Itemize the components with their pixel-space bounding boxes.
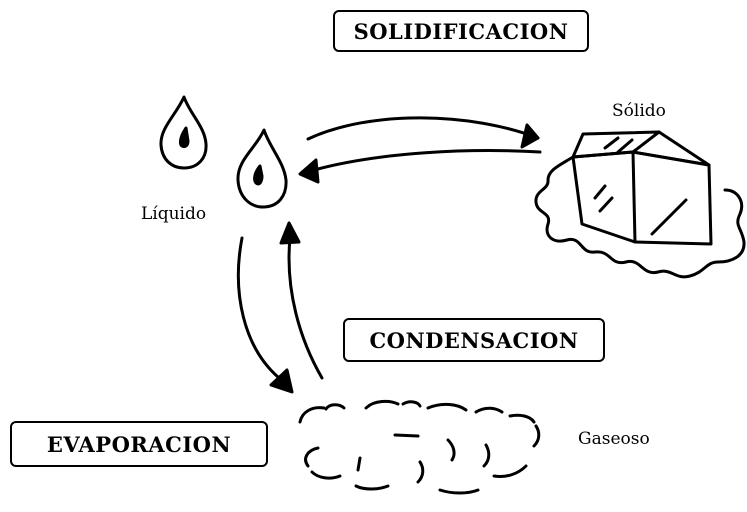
condensacion-label: CONDENSACION — [369, 327, 579, 353]
solidificacion-box: SOLIDIFICACION — [333, 10, 589, 52]
evaporacion-label: EVAPORACION — [46, 431, 232, 457]
ice-cube-icon — [534, 130, 746, 279]
arrow-liquid-to-solid — [306, 116, 540, 149]
solido-label: Sólido — [612, 101, 666, 121]
solidificacion-label: SOLIDIFICACION — [353, 18, 569, 44]
arrow-liquid-to-gas — [236, 236, 294, 394]
evaporacion-box: EVAPORACION — [10, 421, 268, 467]
water-drop-icon — [159, 95, 208, 170]
condensacion-box: CONDENSACION — [343, 318, 605, 362]
arrow-solid-to-liquid — [298, 149, 542, 184]
gaseoso-label: Gaseoso — [578, 429, 650, 449]
arrow-gas-to-liquid — [279, 221, 324, 380]
water-drop-icon — [236, 128, 288, 209]
liquido-label: Líquido — [141, 204, 207, 224]
cloud-icon — [298, 399, 541, 495]
